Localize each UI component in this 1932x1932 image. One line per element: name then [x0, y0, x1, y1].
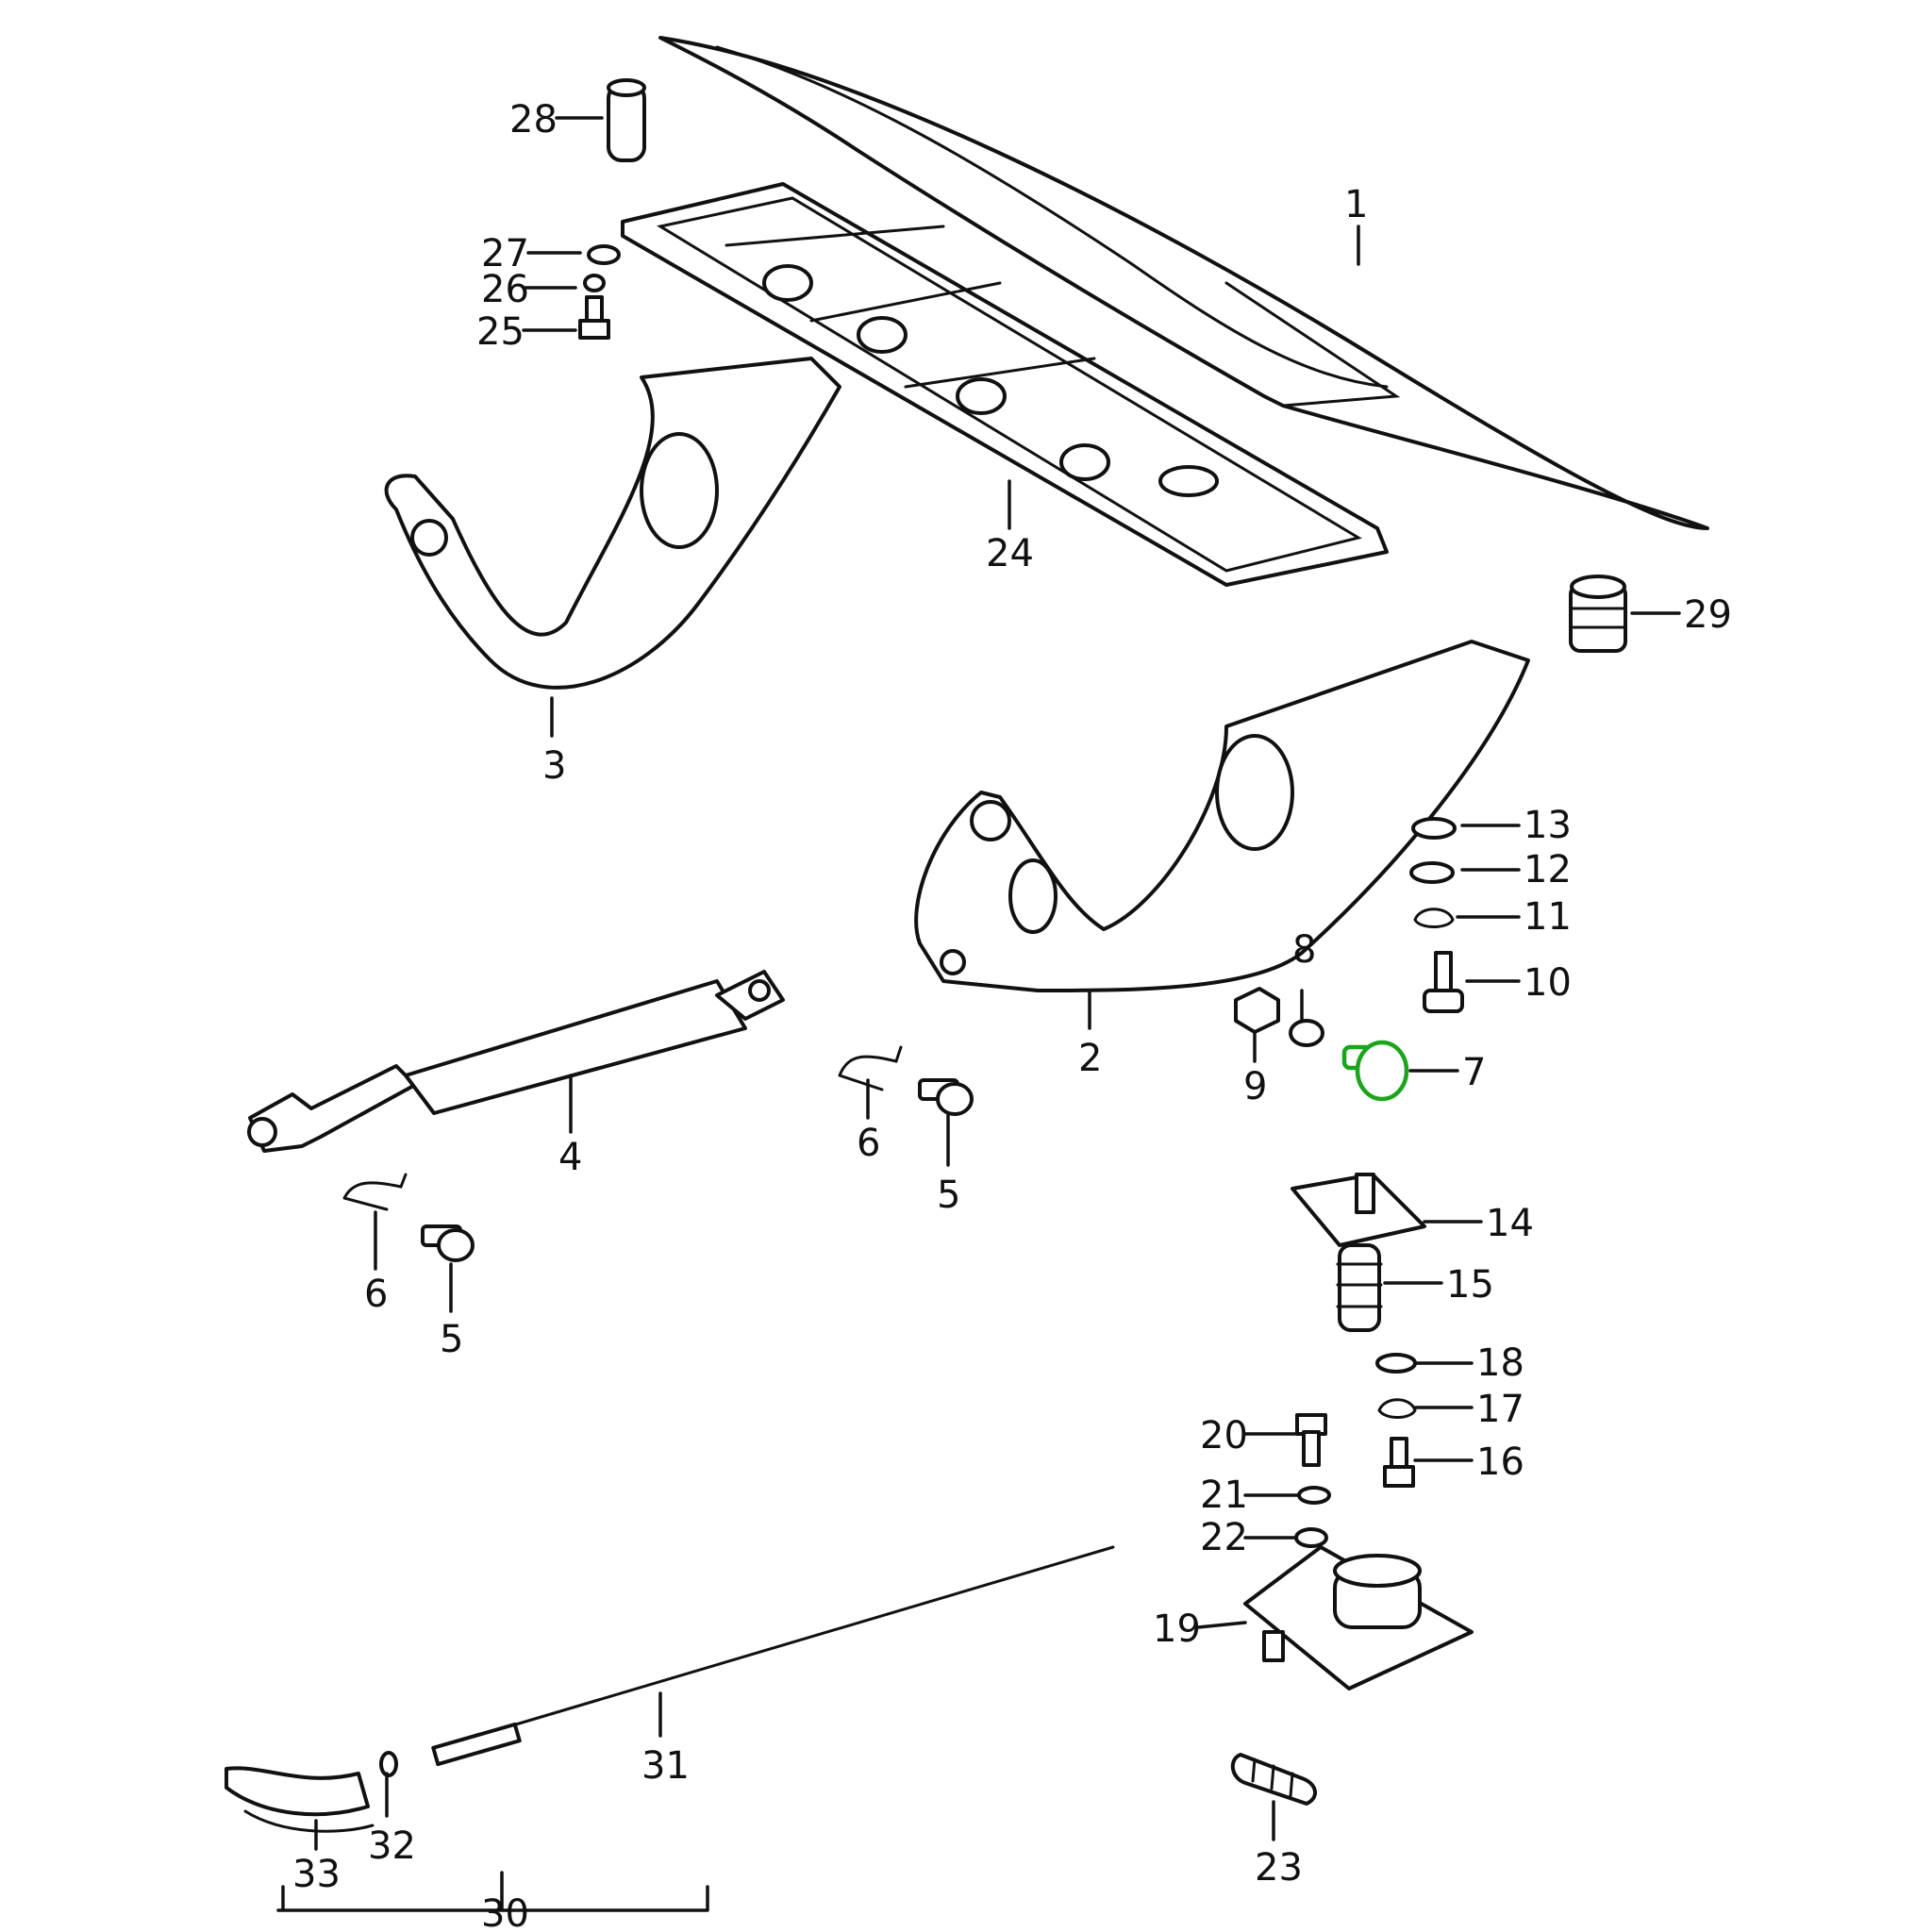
callout-18: 18: [1476, 1341, 1524, 1385]
part-28-pin: [607, 78, 646, 162]
callout-8: 8: [1292, 928, 1316, 972]
part-19-latch-base: [1243, 1545, 1474, 1690]
callout-14: 14: [1486, 1202, 1534, 1245]
callout-12: 12: [1524, 848, 1572, 891]
part-23-spring: [1230, 1753, 1317, 1806]
part-5-pin-b: [421, 1224, 475, 1262]
callout-24: 24: [986, 532, 1034, 575]
callout-17: 17: [1476, 1388, 1524, 1431]
part-7-screw-highlighted: [1341, 1040, 1409, 1102]
part-18-washer: [1375, 1353, 1417, 1374]
part-14-plate: [1291, 1173, 1426, 1247]
part-24-inner-panel: [621, 182, 1389, 587]
part-15-spring: [1336, 1243, 1383, 1332]
callout-3: 3: [542, 744, 566, 788]
callout-1: 1: [1344, 183, 1368, 226]
part-13-washer: [1411, 817, 1457, 840]
part-31-cable: [431, 1545, 1115, 1767]
callout-27: 27: [481, 232, 529, 275]
part-6-clip-b: [342, 1173, 408, 1211]
callout-22: 22: [1200, 1516, 1248, 1559]
part-27-washer: [587, 244, 621, 265]
part-11-lock-washer: [1413, 908, 1455, 928]
callout-4: 4: [558, 1136, 582, 1179]
callout-26: 26: [481, 268, 529, 311]
callout-30: 30: [481, 1892, 529, 1932]
callout-32: 32: [368, 1824, 416, 1868]
part-32-washer: [379, 1751, 398, 1777]
callout-31: 31: [641, 1744, 690, 1788]
callout-19: 19: [1153, 1607, 1201, 1651]
part-16-screw: [1383, 1437, 1415, 1488]
callout-15: 15: [1446, 1263, 1494, 1307]
callout-2: 2: [1078, 1037, 1102, 1080]
part-12-washer: [1409, 861, 1455, 884]
callout-9: 9: [1243, 1065, 1267, 1108]
callout-28: 28: [509, 98, 558, 142]
callout-20: 20: [1200, 1414, 1248, 1457]
callout-23: 23: [1255, 1846, 1303, 1890]
callout-21: 21: [1200, 1474, 1248, 1517]
callout-11: 11: [1524, 895, 1572, 939]
part-17-lock-washer: [1377, 1398, 1417, 1419]
callout-29: 29: [1684, 593, 1732, 637]
callout-33: 33: [292, 1853, 341, 1896]
leader-lines: [276, 116, 1681, 1912]
part-1-hood-lid: [658, 36, 1709, 530]
part-5-pin-a: [918, 1078, 974, 1116]
callout-10: 10: [1524, 961, 1572, 1005]
callout-5b: 5: [440, 1318, 463, 1361]
part-26-lock-washer: [583, 274, 606, 292]
part-6-clip-a: [838, 1045, 903, 1091]
part-21-lock-washer: [1297, 1486, 1331, 1505]
part-4-gas-strut: [247, 970, 785, 1153]
part-2-right-hinge: [914, 640, 1530, 992]
part-8-washer: [1289, 1019, 1324, 1047]
callout-13: 13: [1524, 804, 1572, 847]
part-3-left-hinge: [384, 357, 841, 690]
part-9-nut: [1234, 987, 1280, 1034]
callouts: 1 28 27 26 25 24 3 29 13 12 11 10 8 9 7 …: [292, 98, 1732, 1932]
part-10-screw: [1423, 951, 1464, 1013]
callout-16: 16: [1476, 1441, 1524, 1484]
callout-6b: 6: [364, 1273, 388, 1316]
part-22-washer: [1294, 1527, 1328, 1548]
part-25-bolt: [578, 295, 610, 340]
part-20-bolt: [1295, 1413, 1327, 1467]
callout-6a: 6: [857, 1122, 880, 1165]
callout-5a: 5: [937, 1174, 960, 1217]
callout-7: 7: [1462, 1051, 1486, 1094]
callout-25: 25: [476, 310, 525, 354]
part-33-lever: [225, 1766, 375, 1833]
part-29-rubber-buffer: [1569, 575, 1627, 653]
